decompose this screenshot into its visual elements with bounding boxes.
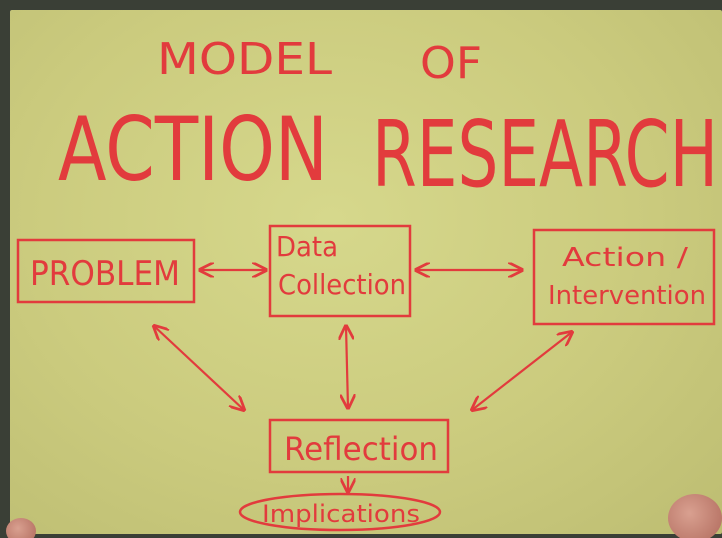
finger-right <box>668 494 722 538</box>
action-label-line2: Intervention <box>548 281 706 311</box>
arrow-datacollection-reflection <box>346 326 348 408</box>
problem-box <box>16 238 196 304</box>
arrow-problem-reflection <box>154 326 244 410</box>
finger-left <box>6 518 36 538</box>
data-collection-label-line1: Data <box>276 230 338 263</box>
node-reflection: Reflection <box>268 418 450 474</box>
title-model: MODEL <box>157 34 333 85</box>
data-collection-box <box>268 224 412 318</box>
title-action: ACTION <box>58 98 328 201</box>
title-research: RESEARCH <box>372 101 718 208</box>
node-implications: Implications <box>238 492 442 532</box>
reflection-box <box>268 418 450 474</box>
title-of: OF <box>420 38 482 89</box>
data-collection-label-line2: Collection <box>278 268 406 301</box>
implications-oval <box>238 492 442 532</box>
node-action-intervention: Action / Intervention <box>532 228 716 326</box>
reflection-label: Reflection <box>284 430 438 468</box>
problem-label: PROBLEM <box>30 254 180 294</box>
arrow-action-reflection <box>472 332 572 410</box>
action-label-line1: Action / <box>562 243 688 273</box>
node-problem: PROBLEM <box>16 238 196 304</box>
node-data-collection: Data Collection <box>268 224 412 318</box>
poster-paper <box>10 10 722 534</box>
implications-label: Implications <box>262 500 420 528</box>
action-intervention-box <box>532 228 716 326</box>
